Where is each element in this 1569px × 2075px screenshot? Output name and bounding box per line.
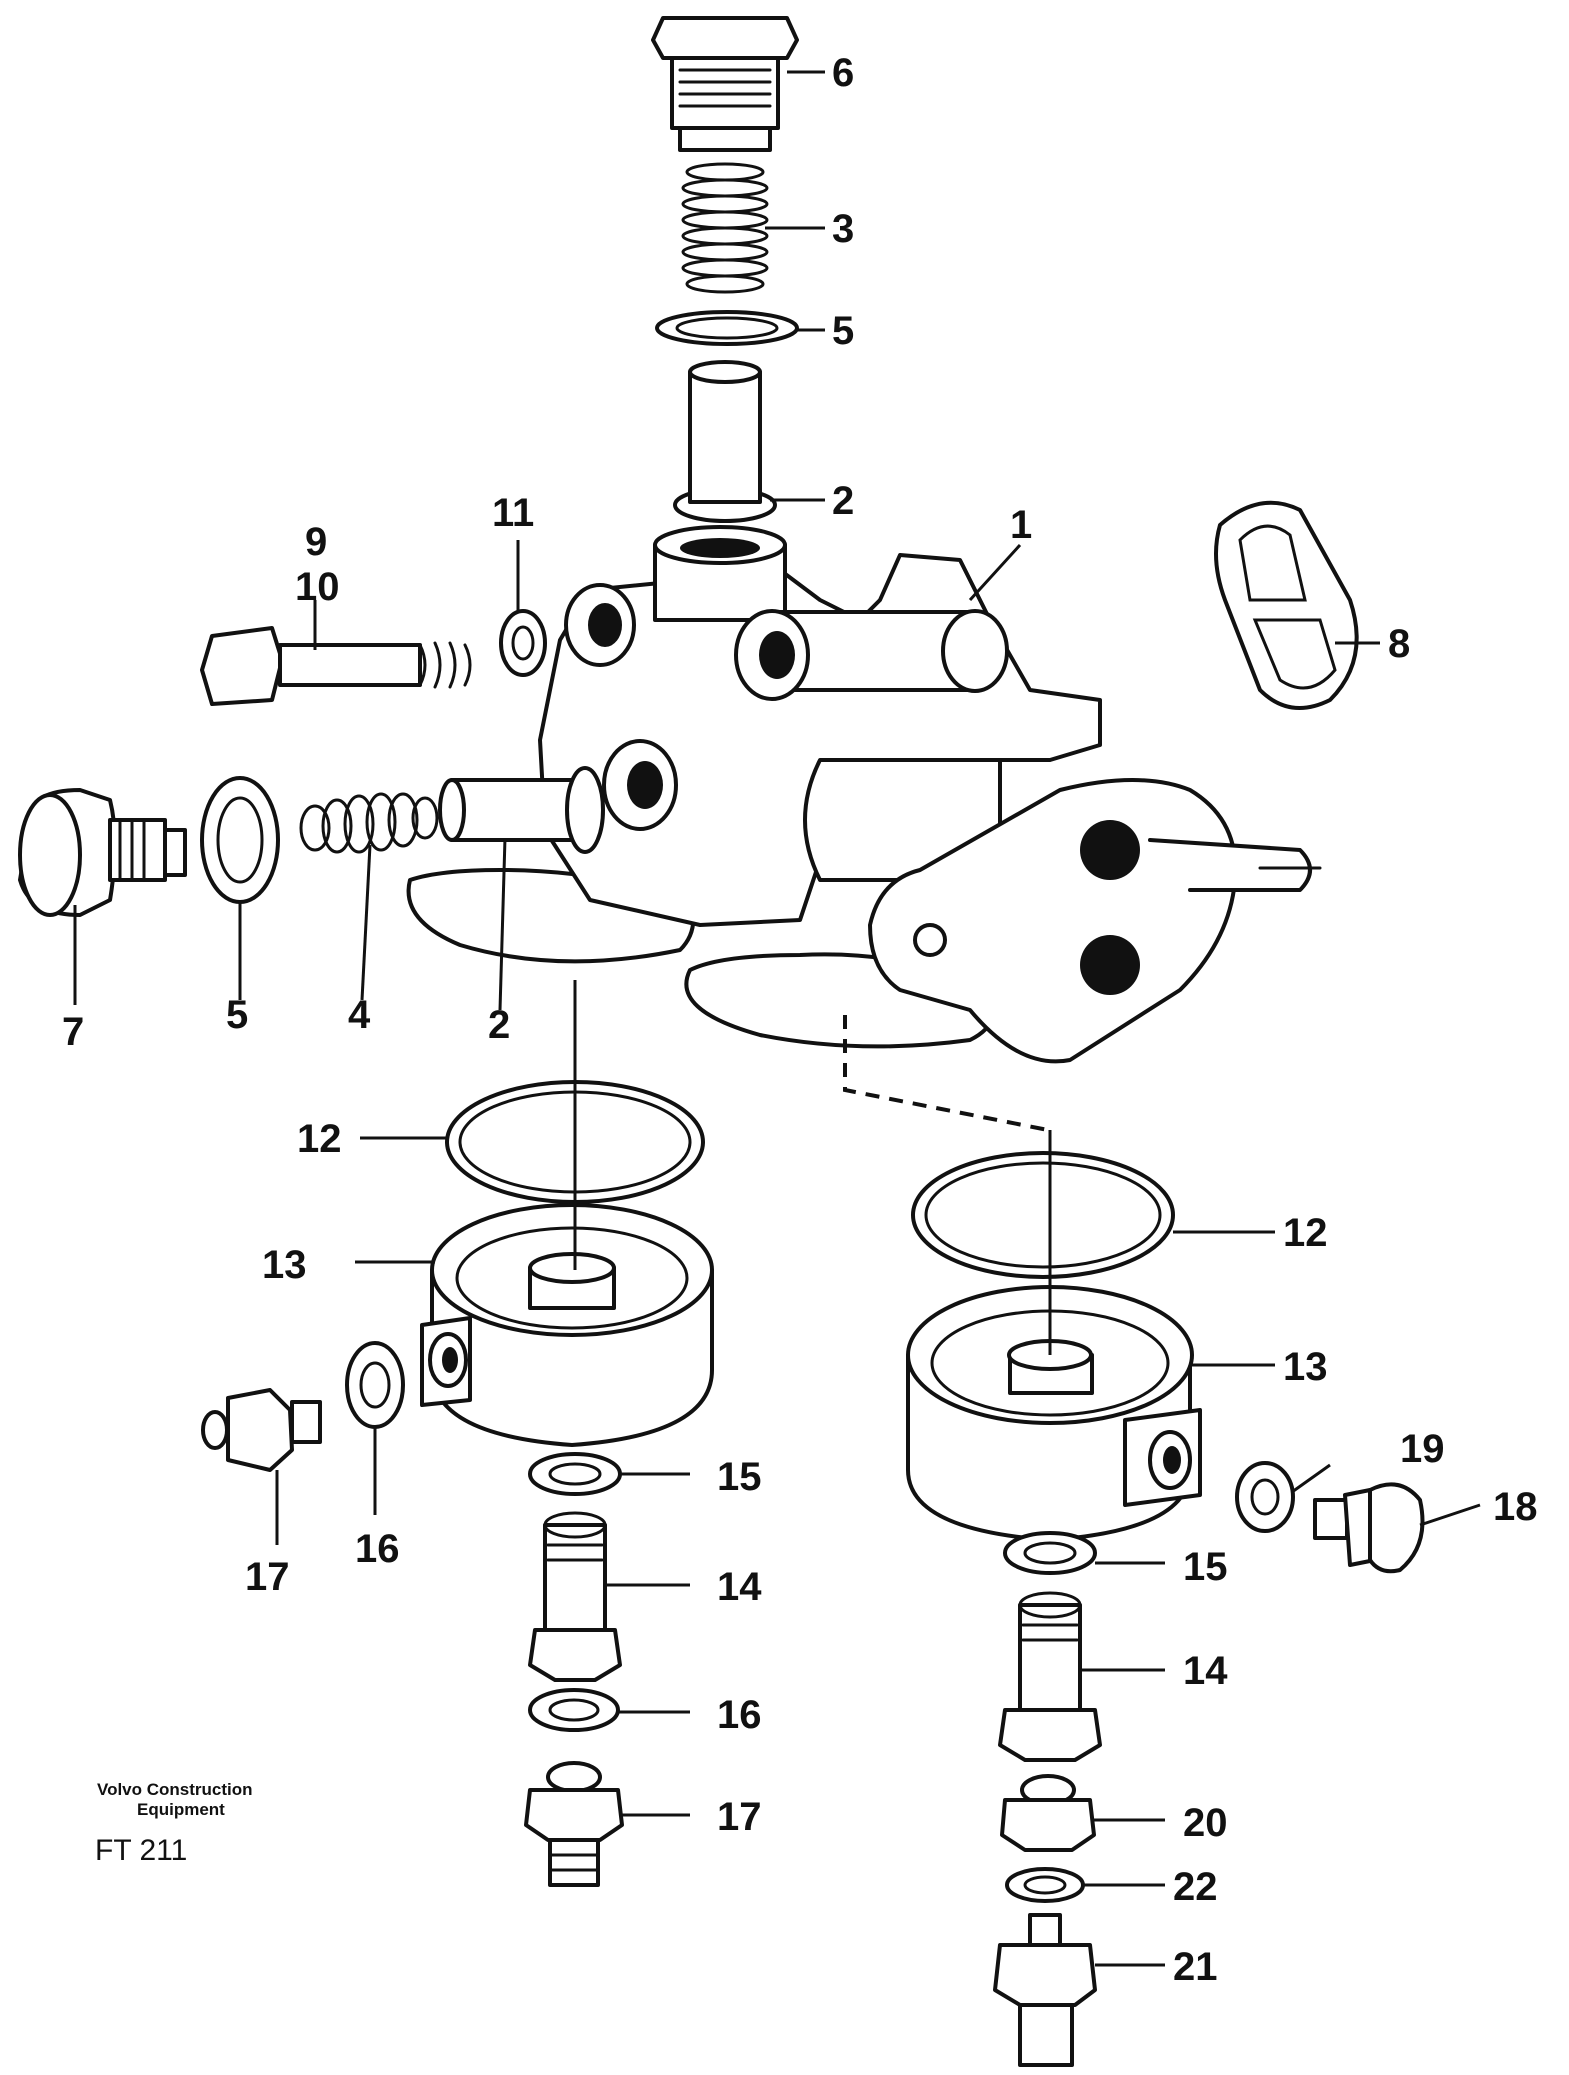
part-9-10-bolt-spring[interactable] [200, 626, 472, 706]
part-16-washer-column[interactable] [528, 1688, 620, 1732]
callout-13-left[interactable]: 13 [262, 1243, 307, 1287]
callout-13-right[interactable]: 13 [1283, 1345, 1328, 1389]
part-17-nipple-left[interactable] [201, 1388, 322, 1472]
centre-lines [573, 980, 1052, 1355]
callout-11[interactable]: 11 [492, 491, 534, 535]
part-19-washer[interactable] [1235, 1461, 1295, 1533]
callout-22[interactable]: 22 [1173, 1865, 1218, 1909]
callout-7[interactable]: 7 [62, 1010, 84, 1054]
callout-21[interactable]: 21 [1173, 1945, 1218, 1989]
callout-14-left[interactable]: 14 [717, 1565, 762, 1609]
brand-line-1: Volvo Construction [97, 1780, 253, 1799]
callout-17-column[interactable]: 17 [717, 1795, 762, 1839]
part-8-gasket[interactable] [1214, 500, 1359, 710]
brand-line-2: Equipment [137, 1800, 225, 1819]
leader-lines [73, 70, 1481, 1967]
callout-2-left[interactable]: 2 [488, 1003, 510, 1047]
callout-20[interactable]: 20 [1183, 1801, 1228, 1845]
callout-18[interactable]: 18 [1493, 1485, 1538, 1529]
part-1-filter-head-housing[interactable] [406, 525, 1322, 1064]
callout-15-left[interactable]: 15 [717, 1455, 762, 1499]
callout-3[interactable]: 3 [832, 207, 854, 251]
part-14-hollow-screw-left[interactable] [528, 1511, 622, 1682]
part-15-washer-left[interactable] [528, 1452, 622, 1496]
callout-8[interactable]: 8 [1388, 622, 1410, 666]
part-15-washer-right[interactable] [1003, 1531, 1097, 1575]
part-13-filter-bowl-right[interactable] [906, 1285, 1202, 1542]
figure-code: FT 211 [95, 1834, 187, 1867]
part-2-piston-horizontal[interactable] [438, 766, 605, 854]
part-18-plug[interactable] [1313, 1482, 1425, 1574]
part-17-nipple-column[interactable] [524, 1761, 624, 1887]
part-2-piston-vertical[interactable] [673, 360, 777, 523]
callout-14-right[interactable]: 14 [1183, 1649, 1228, 1693]
callout-2-top[interactable]: 2 [832, 479, 854, 523]
callout-12-right[interactable]: 12 [1283, 1211, 1328, 1255]
part-5-washer-left[interactable] [200, 776, 280, 904]
callout-1[interactable]: 1 [1010, 503, 1032, 547]
part-20-adapter[interactable] [1000, 1774, 1096, 1852]
callout-6[interactable]: 6 [832, 51, 854, 95]
callout-labels: 6 3 5 2 1 11 9 10 8 7 5 4 2 12 13 12 13 … [62, 51, 1538, 1989]
part-6-plug[interactable] [651, 16, 799, 152]
callout-9[interactable]: 9 [305, 520, 327, 564]
part-7-plug[interactable] [18, 788, 187, 917]
part-12-sealing-ring-right[interactable] [911, 1151, 1175, 1279]
callout-5-left[interactable]: 5 [226, 993, 248, 1037]
figure-footer: Volvo Construction Equipment FT 211 [95, 1780, 253, 1867]
callout-16-column[interactable]: 16 [717, 1693, 762, 1737]
callout-19[interactable]: 19 [1400, 1427, 1445, 1471]
part-14-hollow-screw-right[interactable] [998, 1591, 1102, 1762]
part-21-sensor[interactable] [993, 1913, 1097, 2067]
part-4-spring[interactable] [299, 792, 439, 854]
callout-5-top[interactable]: 5 [832, 309, 854, 353]
callout-4[interactable]: 4 [348, 993, 371, 1037]
callout-16-left[interactable]: 16 [355, 1527, 400, 1571]
part-3-spring[interactable] [681, 162, 769, 294]
part-5-washer-top[interactable] [655, 310, 799, 346]
part-22-washer[interactable] [1005, 1867, 1085, 1903]
callout-17-left[interactable]: 17 [245, 1555, 290, 1599]
callout-10[interactable]: 10 [295, 565, 340, 609]
callout-15-right[interactable]: 15 [1183, 1545, 1228, 1589]
part-16-washer-left[interactable] [345, 1341, 405, 1429]
part-11-washer[interactable] [499, 609, 547, 677]
callout-12-left[interactable]: 12 [297, 1117, 342, 1161]
part-13-filter-bowl-left[interactable] [420, 1203, 714, 1447]
